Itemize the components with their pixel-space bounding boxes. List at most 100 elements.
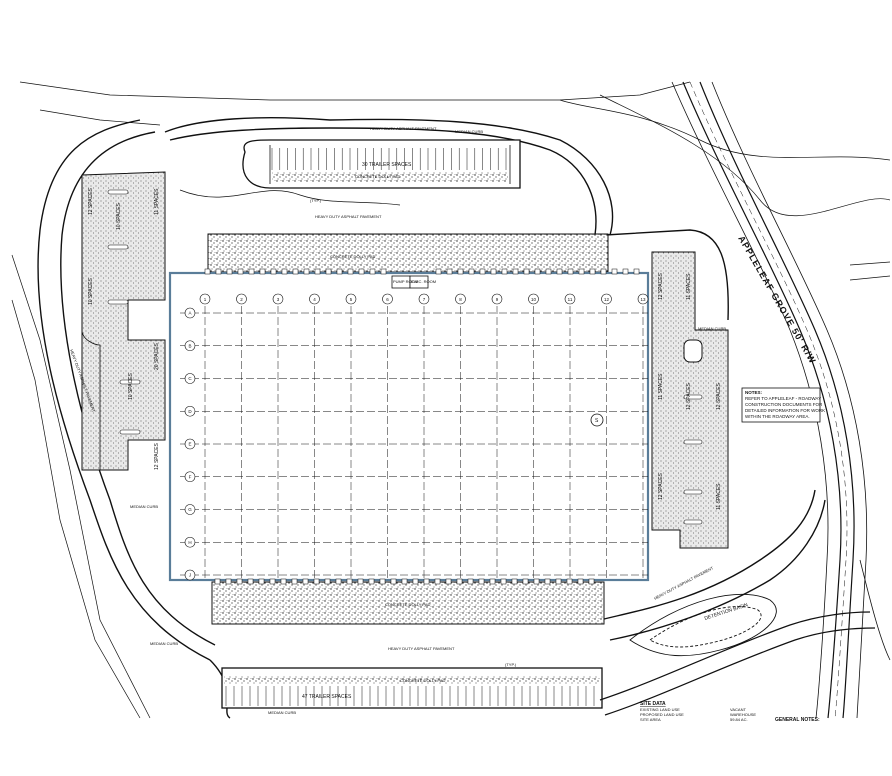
dock-door-top (457, 268, 464, 275)
parking-count-r7: 11 SPACES (716, 483, 722, 510)
dock-door-bottom (489, 578, 496, 585)
column-bubble (199, 293, 211, 305)
site-data-title: SITE DATA (640, 701, 666, 707)
dock-door-bottom (445, 578, 452, 585)
detention-basin-label: DETENTION BASIN (704, 602, 749, 622)
bottom-trailer-area (221, 667, 603, 709)
column-bubble (637, 293, 649, 305)
dock-door-bottom (434, 578, 441, 585)
dock-door-bottom (225, 578, 232, 585)
dock-door-bottom (390, 578, 397, 585)
dock-door-bottom (302, 578, 309, 585)
dock-door-top (325, 268, 332, 275)
elec-room-label: ELEC. ROOM (411, 279, 436, 284)
heavy-duty-right-label: HEAVY DUTY ASPHALT PAVEMENT (653, 565, 714, 601)
parking-count-r1: 12 SPACES (658, 272, 664, 300)
dock-door-bottom (544, 578, 551, 585)
column-grid (180, 295, 648, 580)
concrete-pad-mid-label: CONCRETE DOLLY PAD (330, 254, 375, 259)
dock-door-top (501, 268, 508, 275)
dock-door-bottom (335, 578, 342, 585)
dock-door-top (270, 268, 277, 275)
marker-s-label: S (595, 418, 599, 424)
row-bubble (184, 438, 196, 450)
site-data-table: SITE DATA EXISTING LAND USE PROPOSED LAN… (640, 701, 820, 723)
heavy-duty-top-label: HEAVY DUTY ASPHALT PAVEMENT (370, 126, 437, 131)
dock-door-bottom (291, 578, 298, 585)
row-bubble-label: F (189, 474, 192, 479)
detention-basin (599, 593, 876, 716)
note-line-2: CONSTRUCTION DOCUMENTS FOR (745, 402, 823, 407)
dock-door-bottom (522, 578, 529, 585)
parking-count-l2: 10 SPACES (116, 202, 122, 230)
site-data-value-3: 59.84 AC. (730, 717, 748, 722)
note-line-3: DETAILED INFORMATION FOR WORK (745, 408, 825, 413)
median-curb-right-label: MEDIAN CURB (698, 326, 726, 331)
column-bubble-label: 2 (240, 297, 243, 302)
dock-door-bottom (258, 578, 265, 585)
parking-count-r3: 11 SPACES (658, 373, 664, 400)
heavy-duty-mid-label: HEAVY DUTY ASPHALT PAVEMENT (315, 214, 382, 219)
site-data-value-1: VACANT (730, 707, 746, 712)
row-bubble-label: G (188, 507, 192, 512)
dock-door-top (435, 268, 442, 275)
column-bubble-label: 5 (350, 297, 353, 302)
top-trailer-area (242, 139, 521, 189)
row-bubble (184, 405, 196, 417)
column-bubble-label: 11 (568, 297, 573, 302)
dock-door-top (259, 268, 266, 275)
parking-count-l3: 11 SPACES (154, 188, 160, 215)
dock-door-top (468, 268, 475, 275)
dock-door-bottom (412, 578, 419, 585)
column-bubble (345, 293, 357, 305)
row-bubble (184, 569, 196, 581)
row-bubble (184, 536, 196, 548)
column-bubble-label: 9 (496, 297, 499, 302)
concrete-pad-bottom2-label: CONCRETE DOLLY PAD (400, 678, 445, 683)
dock-door-bottom (577, 578, 584, 585)
dock-door-top (479, 268, 486, 275)
row-bubble-label: A (188, 311, 191, 316)
column-bubble (564, 293, 576, 305)
dock-door-top (358, 268, 365, 275)
parking-count-r4: 12 SPACES (686, 382, 692, 410)
dock-door-top (512, 268, 519, 275)
concrete-pad-bottom-label: CONCRETE DOLLY PAD (385, 602, 430, 607)
building-footprint (168, 271, 650, 582)
trailer-spaces-top-label: 30 TRAILER SPACES (362, 162, 412, 168)
pump-room-label: PUMP ROOM (393, 279, 418, 284)
row-bubble-label: H (188, 540, 191, 545)
column-bubble-label: 13 (640, 297, 646, 302)
dock-door-top (248, 268, 255, 275)
column-bubble-label: 7 (423, 297, 426, 302)
trailer-stall-lines-top (271, 148, 507, 170)
parking-count-l5: 20 SPACES (154, 342, 160, 370)
column-bubble (382, 293, 393, 305)
site-data-label-2: PROPOSED LAND USE (640, 712, 684, 717)
parking-count-r6: 12 SPACES (658, 472, 664, 500)
dock-door-top (490, 268, 497, 275)
right-parking-area (651, 251, 729, 549)
dock-door-top (567, 268, 574, 275)
column-bubble (491, 293, 503, 305)
dock-door-top (545, 268, 552, 275)
parking-count-r2: 11 SPACES (686, 273, 692, 300)
column-bubble-label: 8 (459, 297, 462, 302)
trailer-spaces-bottom-label: 47 TRAILER SPACES (302, 694, 352, 700)
dock-door-bottom (401, 578, 408, 585)
column-bubble-label: 12 (604, 297, 610, 302)
trailer-stall-lines-bottom (225, 686, 595, 706)
dock-door-top (314, 268, 321, 275)
dock-door-top (578, 268, 585, 275)
column-bubble-label: 6 (386, 297, 389, 302)
dock-door-top (303, 268, 310, 275)
median-curb-bottom-left-label: MEDIAN CURB (150, 641, 178, 646)
dock-door-top (215, 268, 222, 275)
left-parking-area (81, 171, 166, 471)
site-data-label-3: SITE AREA (640, 717, 661, 722)
column-bubble (309, 293, 320, 305)
parking-count-r5: 12 SPACES (716, 382, 722, 410)
site-data-label-1: EXISTING LAND USE (640, 707, 680, 712)
truck-court-top (207, 233, 609, 273)
